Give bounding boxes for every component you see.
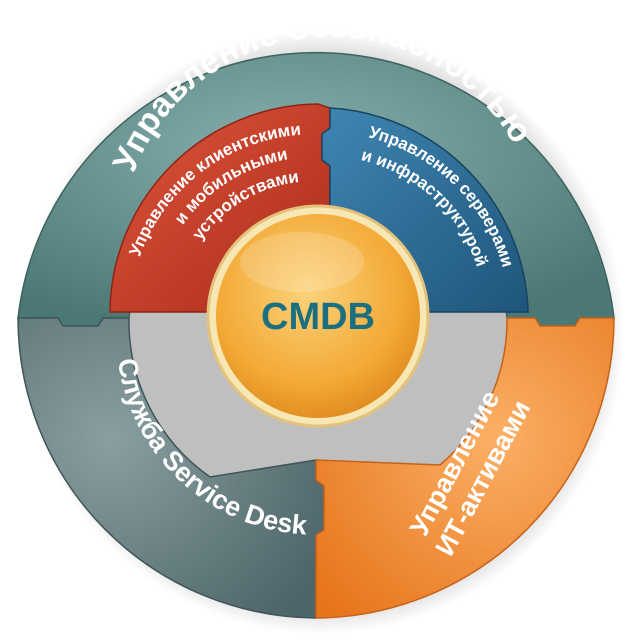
outer-ring-service-desk-segment[interactable] — [17, 317, 325, 619]
cmdb-center-core — [216, 214, 420, 418]
cmdb-label: CMDB — [261, 296, 375, 338]
cmdb-center-highlight — [240, 232, 364, 292]
outer-ring-it-assets-segment[interactable] — [315, 317, 615, 619]
